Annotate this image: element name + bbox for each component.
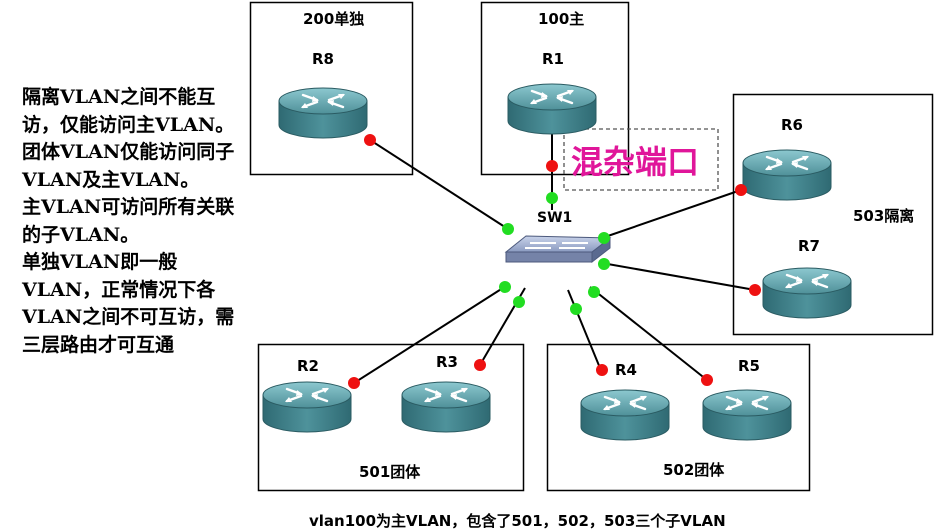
- router-r4-icon[interactable]: [579, 388, 671, 442]
- port-r7: [749, 284, 761, 296]
- port-r5: [701, 374, 713, 386]
- port-sw-r8: [502, 223, 514, 235]
- group-label-502: 502团体: [663, 461, 725, 479]
- switch-top: [504, 235, 612, 253]
- annotation-isolated: 隔离VLAN之间不能互访，仅能访问主VLAN。: [22, 86, 235, 136]
- port-r8: [364, 134, 376, 146]
- link-r5: [589, 286, 708, 381]
- switch-sw1[interactable]: [504, 235, 612, 264]
- router-r2-label: R2: [297, 357, 319, 375]
- port-sw-r7: [598, 258, 610, 270]
- annotation-community: 团体VLAN仅能访问同子VLAN及主VLAN。: [22, 141, 235, 191]
- group-label-501: 501团体: [359, 463, 421, 481]
- router-r1-label: R1: [542, 50, 564, 68]
- router-r8-icon[interactable]: [277, 86, 369, 140]
- router-r3-label: R3: [436, 353, 458, 371]
- port-r1: [546, 160, 558, 172]
- promiscuous-port-box: [563, 128, 719, 191]
- switch-arrows-icon: [525, 242, 588, 249]
- group-box-501: [257, 343, 525, 492]
- router-r4-label: R4: [615, 361, 637, 379]
- link-r2: [353, 285, 507, 384]
- port-r4: [596, 364, 608, 376]
- group-label-200: 200单独: [303, 10, 364, 28]
- group-box-200: [249, 1, 414, 176]
- router-r1-icon[interactable]: [506, 82, 598, 136]
- group-box-502: [546, 343, 811, 492]
- link-r6: [601, 189, 742, 239]
- port-r3: [474, 359, 486, 371]
- port-sw-r1: [546, 192, 558, 204]
- router-r8-label: R8: [312, 50, 334, 68]
- router-r7-label: R7: [798, 237, 820, 255]
- port-r2: [348, 377, 360, 389]
- router-r2-icon[interactable]: [261, 380, 353, 434]
- router-r5-icon[interactable]: [701, 388, 793, 442]
- switch-body: [505, 251, 593, 263]
- switch-label: SW1: [537, 210, 572, 226]
- router-r5-label: R5: [738, 357, 760, 375]
- diagram-caption: vlan100为主VLAN，包含了501，502，503三个子VLAN: [309, 512, 726, 530]
- annotation-text: 隔离VLAN之间不能互访，仅能访问主VLAN。 团体VLAN仅能访问同子VLAN…: [22, 84, 237, 359]
- link-r7: [601, 262, 756, 291]
- port-sw-r5: [588, 286, 600, 298]
- router-r6-icon[interactable]: [741, 148, 833, 202]
- port-sw-r3: [513, 296, 525, 308]
- port-sw-r6: [598, 232, 610, 244]
- annotation-single: 单独VLAN即一般VLAN，正常情况下各VLAN之间不可互访，需三层路由才可互通: [22, 251, 235, 356]
- promiscuous-port-label: 混杂端口: [571, 143, 699, 181]
- link-r4: [567, 289, 601, 369]
- group-box-503: [732, 93, 934, 336]
- port-r6: [735, 184, 747, 196]
- group-label-503: 503隔离: [853, 207, 914, 225]
- router-r7-icon[interactable]: [761, 266, 853, 320]
- router-r6-label: R6: [781, 116, 803, 134]
- router-r3-icon[interactable]: [400, 380, 492, 434]
- port-sw-r4: [570, 303, 582, 315]
- group-label-100: 100主: [538, 10, 584, 28]
- link-r8: [369, 139, 509, 230]
- group-box-100: [480, 1, 630, 176]
- annotation-primary: 主VLAN可访问所有关联的子VLAN。: [22, 196, 235, 246]
- port-sw-r2: [499, 281, 511, 293]
